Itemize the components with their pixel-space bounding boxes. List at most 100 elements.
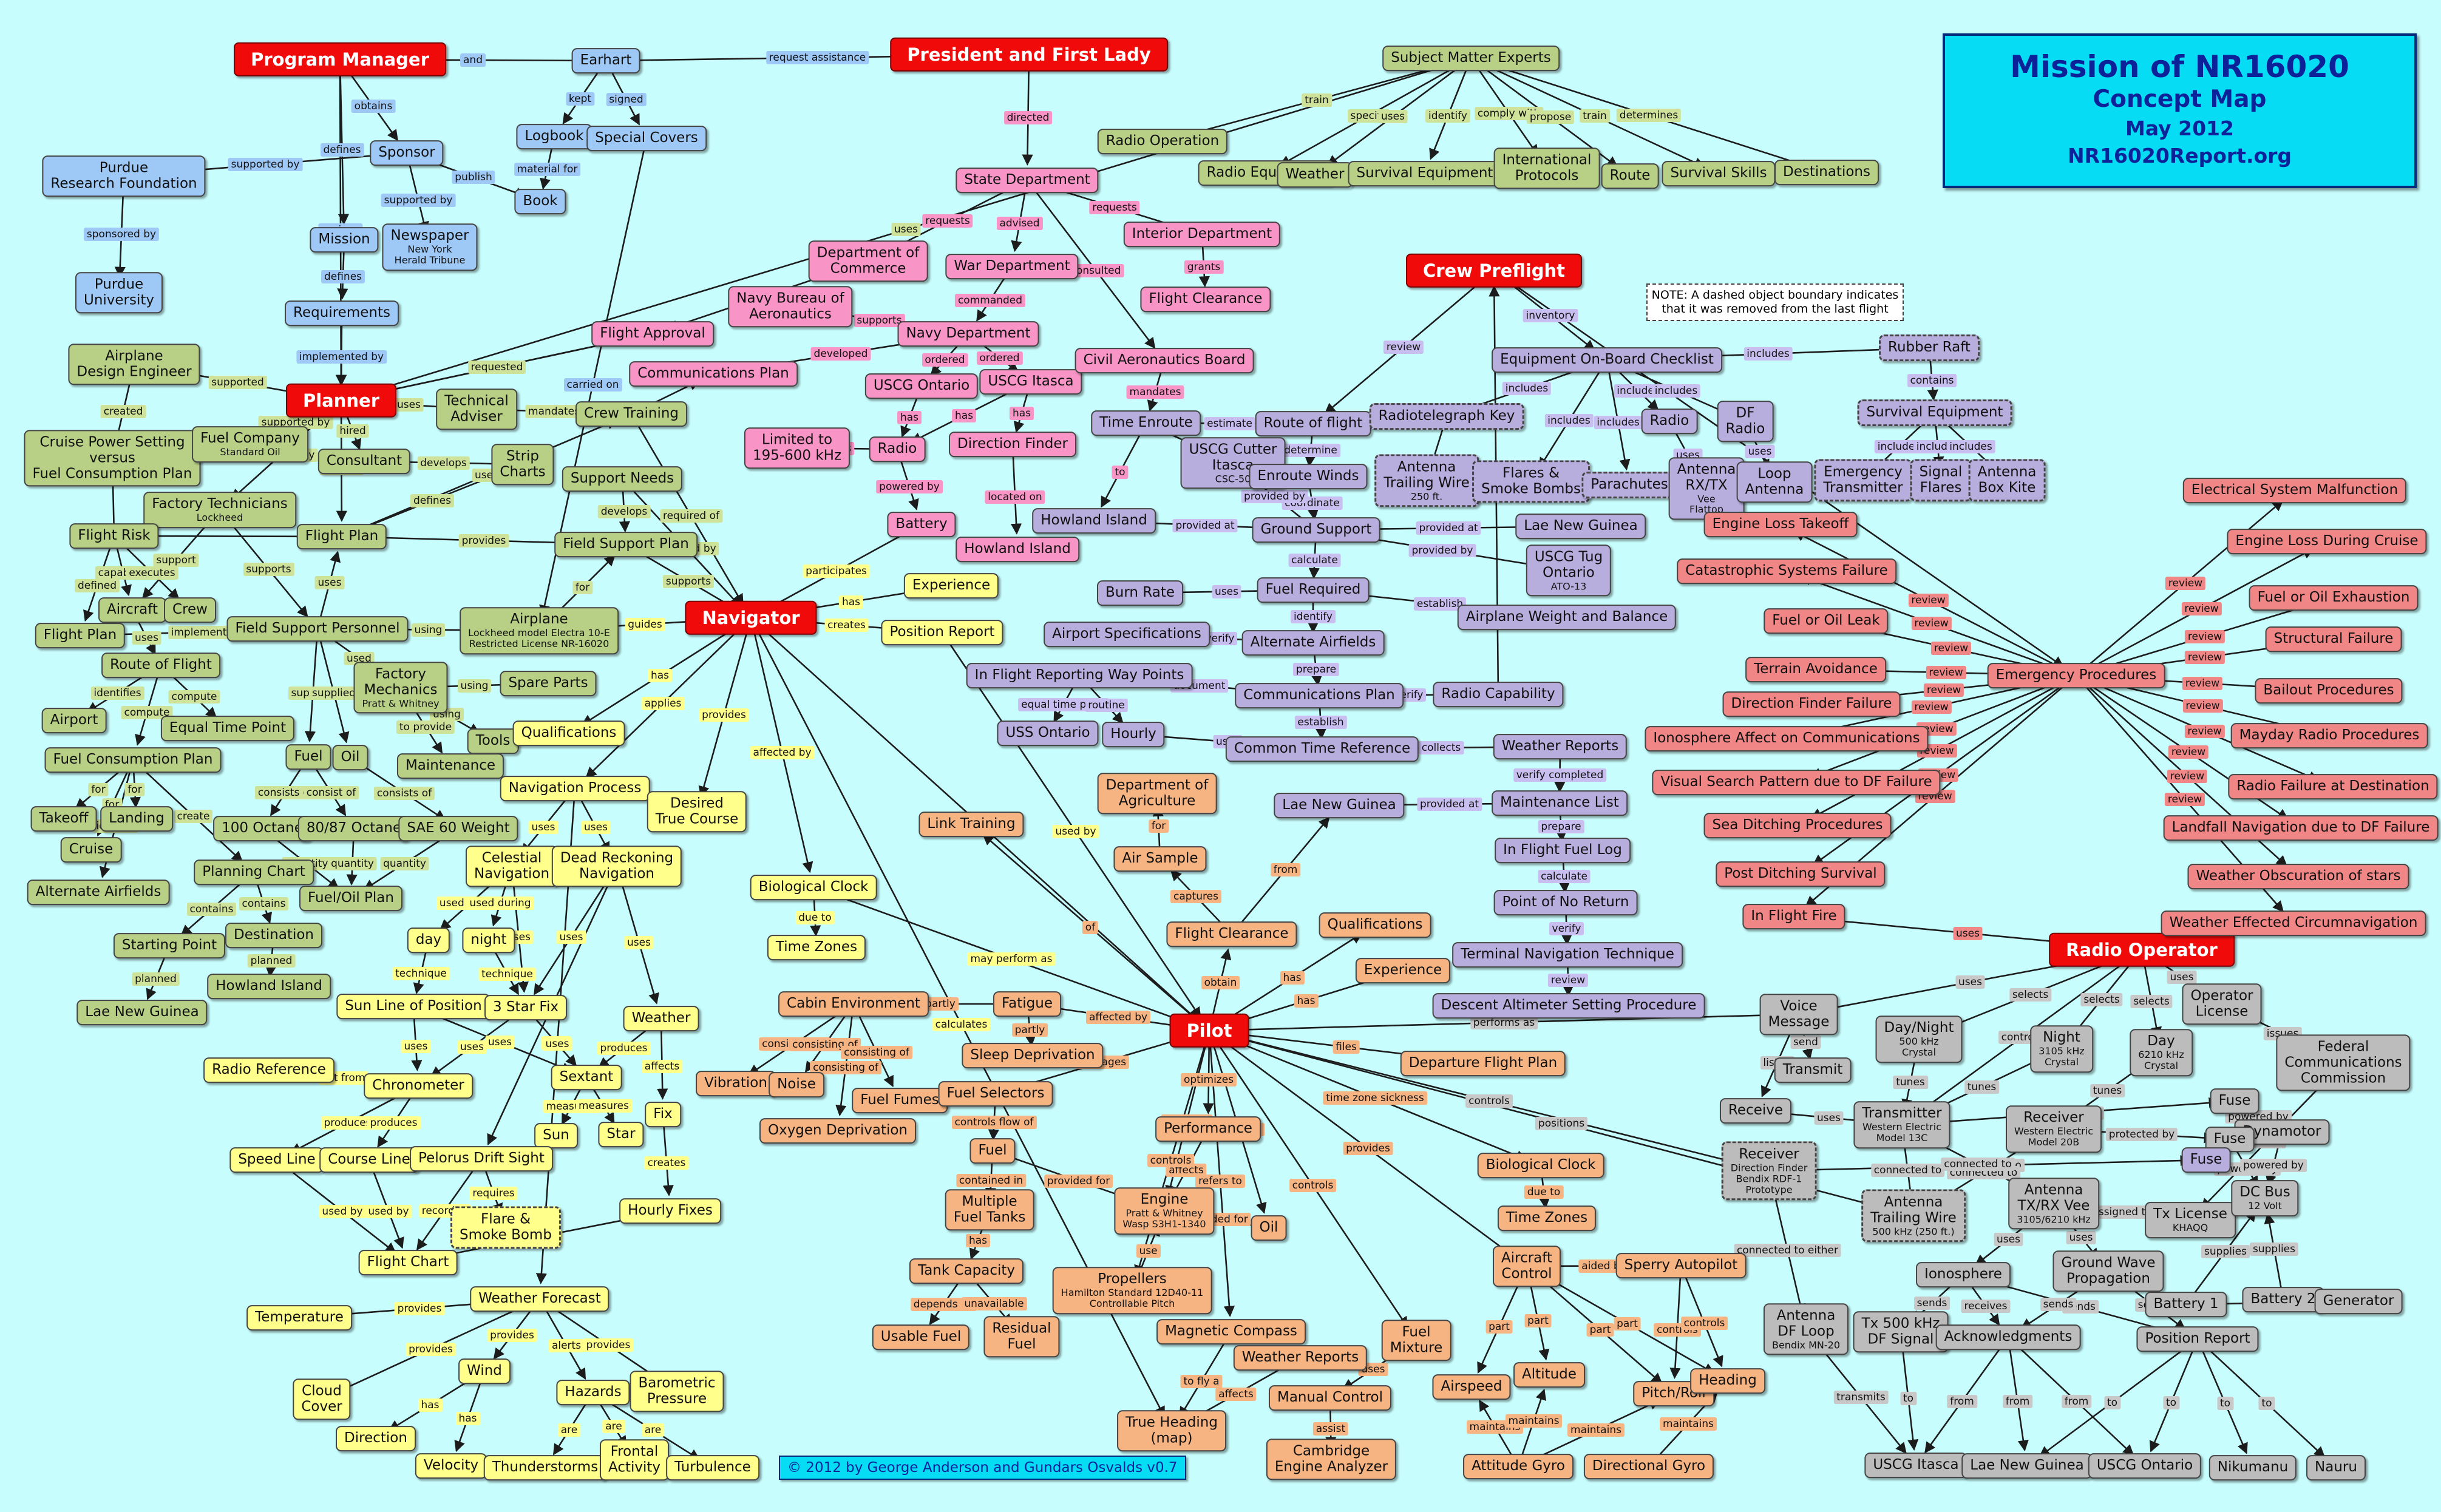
node-fuelfumes: Fuel Fumes <box>852 1088 948 1113</box>
node-sextant: Sextant <box>551 1065 622 1090</box>
node-label: Mayday Radio Procedures <box>2239 727 2420 744</box>
node-sun: Sun <box>534 1123 578 1148</box>
node-sae60: SAE 60 Weight <box>398 816 518 841</box>
node-airsample: Air Sample <box>1113 846 1207 872</box>
connector-label: uses <box>556 930 586 944</box>
connector-pfl-statedept <box>1022 54 1033 166</box>
node-label: Temperature <box>255 1309 344 1326</box>
connector-eqchecklist-flaresp <box>1538 359 1608 469</box>
node-label: Position Report <box>2145 1331 2250 1347</box>
connector-label: tunes <box>2090 1084 2125 1097</box>
node-label: Sun <box>543 1127 569 1144</box>
connector-label: provides <box>458 534 509 548</box>
node-weatherobs: Weather Obscuration of stars <box>2187 864 2409 889</box>
node-label: Maintenance <box>405 758 496 774</box>
node-label: Electrical System Malfunction <box>2191 482 2399 498</box>
connector-label: produces <box>367 1116 421 1130</box>
connector-label: to <box>1899 1392 1917 1405</box>
node-label: Day/Night <box>1884 1020 1954 1036</box>
connector-label: includes <box>1946 439 1995 453</box>
node-label: 100 Octane <box>222 820 303 836</box>
node-label: Engine <box>1140 1192 1189 1208</box>
connector-label: review <box>1911 617 1952 630</box>
title-line-2: Concept Map <box>2093 86 2267 113</box>
connector-label: to <box>1112 465 1129 479</box>
node-label: Fatigue <box>1002 995 1053 1012</box>
node-uscgontario: USCG Ontario <box>864 373 979 399</box>
node-label: Route of flight <box>1263 415 1363 432</box>
connector-label: provided by <box>1241 490 1308 503</box>
connector-sperry-pitchroll <box>1669 1265 1682 1379</box>
node-takeoff: Takeoff <box>30 806 97 832</box>
connector-label: signed <box>606 93 647 106</box>
node-fieldsuppers: Field Support Personnel <box>226 616 409 642</box>
connector-label: calculate <box>1288 553 1341 567</box>
connector-label: ordered <box>976 351 1023 365</box>
node-label: Emergency Procedures <box>1995 667 2157 683</box>
node-sublabel: Standard Oil <box>220 446 280 458</box>
node-weathercirc: Weather Effected Circumnavigation <box>2161 910 2426 936</box>
connector-fieldsuppers-fuel_g <box>304 628 319 742</box>
connector-label: implement <box>168 625 230 639</box>
node-label: Airport <box>50 712 98 728</box>
connector-label: review <box>2184 724 2225 738</box>
node-label: Earhart <box>580 52 632 69</box>
node-acks: Acknowledgments <box>1935 1324 2081 1350</box>
node-requirements: Requirements <box>285 300 399 326</box>
node-fueloilplan: Fuel/Oil Plan <box>299 886 402 911</box>
node-crewtrain: Crew Training <box>575 401 688 427</box>
node-performance: Performance <box>1155 1116 1261 1142</box>
node-altairfields: Alternate Airfields <box>27 880 170 905</box>
node-inflightfuel: In Flight Fuel Log <box>1495 838 1631 863</box>
node-label: Pelorus Drift Sight <box>418 1150 545 1167</box>
connector-label: requests <box>1089 200 1140 214</box>
node-label: Program Manager <box>251 49 429 70</box>
connector-label: supports <box>854 313 905 327</box>
node-book: Book <box>514 189 566 214</box>
node-fuelselectors: Fuel Selectors <box>938 1081 1053 1107</box>
connector-label: has <box>418 1398 443 1412</box>
connector-label: positions <box>1535 1116 1588 1130</box>
connector-courseline-flightchart <box>368 1159 404 1249</box>
node-planchart: Planning Chart <box>194 859 314 885</box>
node-englosstake: Engine Loss Takeoff <box>1703 512 1858 537</box>
connector-label: mandates <box>525 405 583 418</box>
node-label: Bailout Procedures <box>2263 682 2394 699</box>
connector-magcompass-trueheading <box>1179 1331 1232 1419</box>
connector-pm-planner <box>335 59 347 386</box>
connector-label: used by <box>319 1204 366 1218</box>
node-label: Course Line <box>328 1151 410 1168</box>
connector-label: applies <box>641 696 685 710</box>
connector-label: request assistance <box>766 51 869 64</box>
node-label: Transmit <box>1782 1062 1843 1078</box>
title-box: Mission of NR16020 Concept Map May 2012 … <box>1943 33 2417 188</box>
node-flightplan: Flight Plan <box>296 524 387 549</box>
connector-label: review <box>1383 341 1424 354</box>
connector-label: comply with <box>1474 106 1544 120</box>
node-fieldsupplan: Field Support Plan <box>554 532 698 557</box>
node-label: Hourly <box>1110 726 1156 742</box>
connector-label: has <box>951 409 977 422</box>
connector-label: to <box>2162 1395 2180 1409</box>
connector-label: used during <box>466 897 534 910</box>
connector-label: affected by <box>1085 1011 1151 1024</box>
node-label: Tank Capacity <box>917 1263 1016 1279</box>
node-sublabel: Pratt & Whitney <box>362 697 440 709</box>
node-label: Destination <box>234 927 314 943</box>
node-label: Fuel <box>294 748 323 765</box>
node-fuse1: Fuse <box>2210 1088 2259 1114</box>
connector-weatherfc-hazards <box>538 1298 586 1380</box>
